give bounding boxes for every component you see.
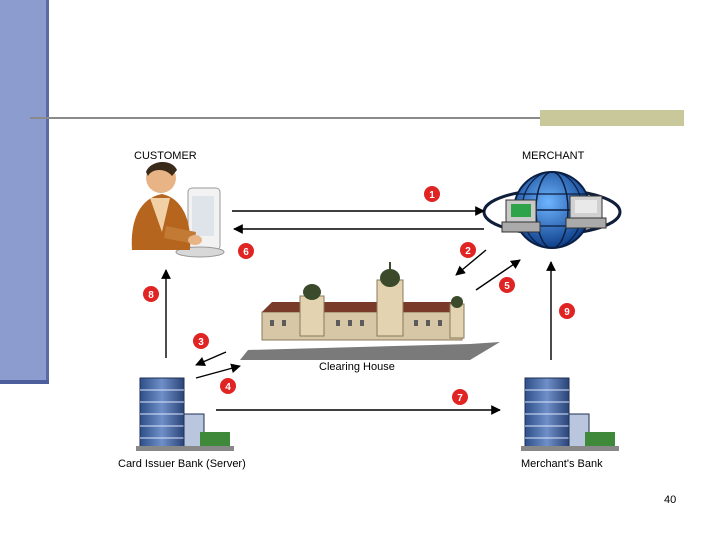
svg-text:9: 9: [564, 307, 570, 318]
card-issuer-bank-label: Card Issuer Bank (Server): [118, 458, 246, 470]
arrow-5: [475, 259, 521, 291]
step-badge-1: 1: [424, 186, 440, 202]
step-badges: 1 2 3 4 5 6 7 8 9: [143, 186, 575, 405]
arrow-4: [195, 363, 241, 379]
svg-text:5: 5: [504, 281, 510, 292]
sidebar-edge: [46, 0, 49, 384]
svg-text:4: 4: [225, 382, 231, 393]
customer-label: CUSTOMER: [134, 150, 197, 162]
left-sidebar-bar: [0, 0, 46, 384]
svg-text:1: 1: [429, 190, 435, 201]
header-accent-bar: [540, 110, 684, 126]
step-badge-2: 2: [460, 242, 476, 258]
svg-text:3: 3: [198, 337, 204, 348]
merchants-bank-label: Merchant's Bank: [521, 458, 603, 470]
step-badge-5: 5: [499, 277, 515, 293]
page-number: 40: [664, 494, 677, 506]
step-badge-8: 8: [143, 286, 159, 302]
flow-arrows: [161, 206, 556, 415]
merchant-label: MERCHANT: [522, 150, 585, 162]
step-badge-6: 6: [238, 243, 254, 259]
merchants-bank-icon: [521, 377, 619, 451]
arrow-2: [455, 249, 487, 276]
clearing-house-label: Clearing House: [319, 361, 395, 373]
step-badge-3: 3: [193, 333, 209, 349]
card-issuer-bank-icon: [136, 377, 234, 451]
svg-text:7: 7: [457, 393, 463, 404]
clearing-house-icon: [240, 262, 500, 360]
sidebar-foot: [0, 380, 49, 384]
step-badge-4: 4: [220, 378, 236, 394]
svg-text:8: 8: [148, 290, 154, 301]
merchant-icon: [482, 171, 622, 249]
svg-text:2: 2: [465, 246, 471, 257]
step-badge-9: 9: [559, 303, 575, 319]
arrow-3: [195, 351, 227, 366]
customer-icon: [131, 161, 225, 258]
svg-text:6: 6: [243, 247, 249, 258]
header-divider: [30, 117, 684, 119]
step-badge-7: 7: [452, 389, 468, 405]
